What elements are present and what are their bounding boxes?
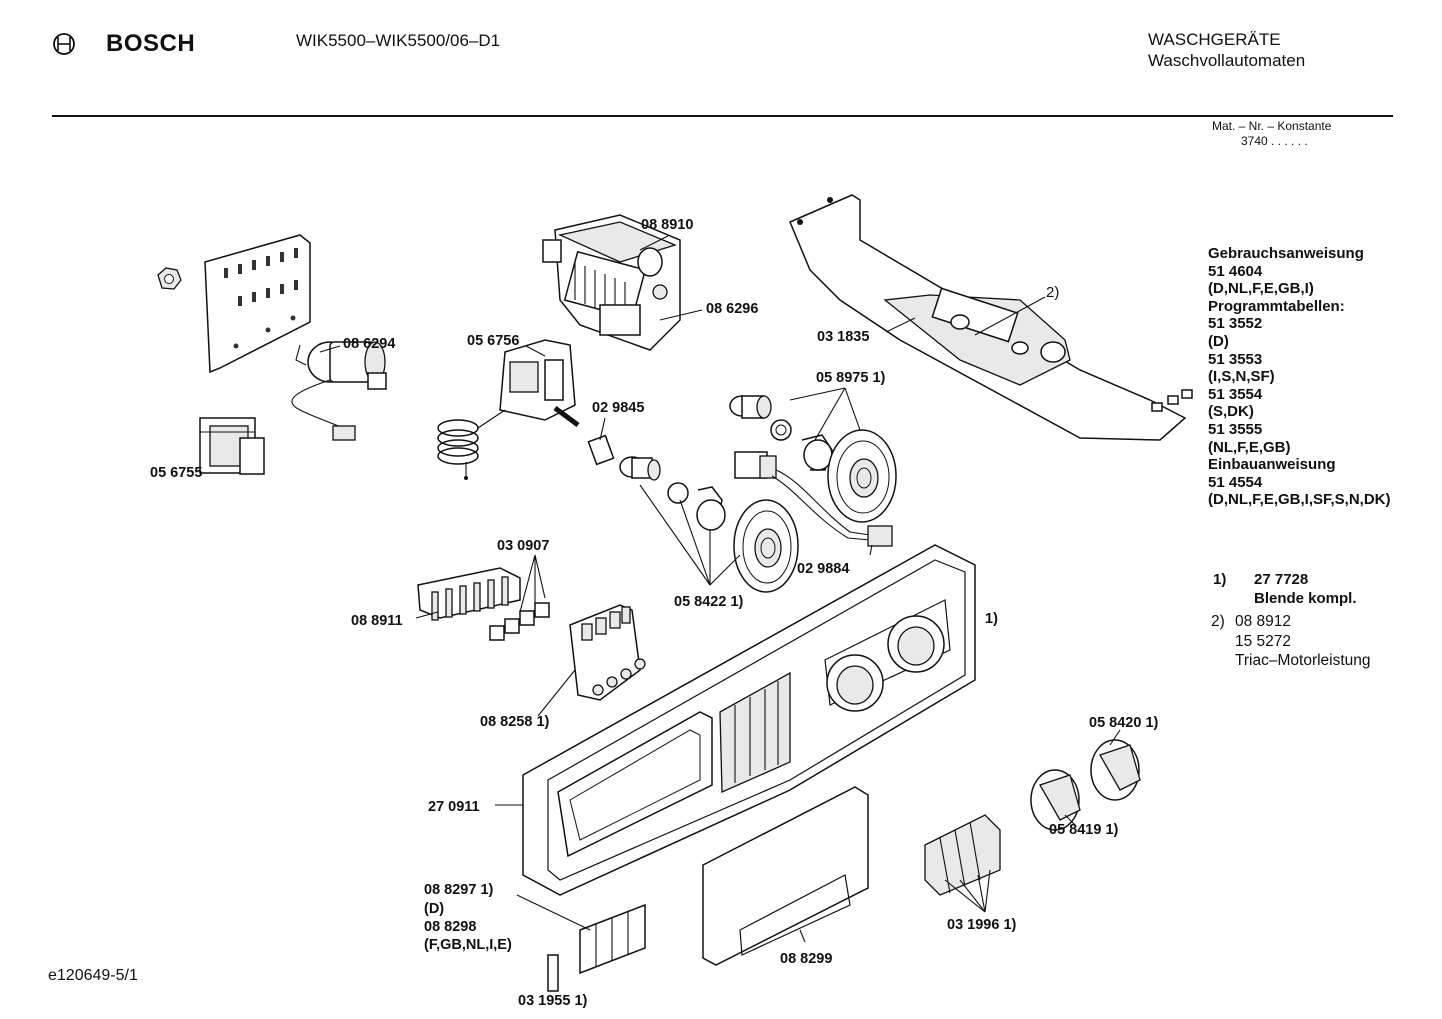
transformer — [199, 417, 265, 475]
part-label: 1) — [985, 611, 998, 627]
note-key: 1) — [1213, 571, 1227, 588]
relay-block — [417, 567, 550, 641]
part-label: 05 6756 — [467, 333, 520, 349]
part-label: 08 8910 — [641, 217, 694, 233]
wire-harness — [734, 451, 893, 547]
part-label: 05 8420 1) — [1089, 715, 1159, 731]
list-item: (NL,F,E,GB) — [1208, 438, 1291, 456]
note-number: 27 7728 — [1254, 571, 1309, 588]
part-label: 08 8911 — [351, 613, 403, 629]
door-lock — [437, 339, 580, 480]
category-title: WASCHGERÄTE — [1148, 30, 1281, 49]
list-item: Gebrauchsanweisung — [1208, 245, 1364, 262]
list-item: 51 4554 — [1208, 473, 1263, 491]
part-label: 2) — [1046, 284, 1060, 301]
note-text: Blende kompl. — [1254, 590, 1357, 607]
note-key: 2) — [1211, 613, 1225, 630]
note-number: 15 5272 — [1235, 633, 1292, 650]
knob-disc-lower — [733, 499, 799, 593]
list-item: (S,DK) — [1208, 403, 1254, 421]
interference-capacitor — [291, 341, 387, 441]
part-label: 02 9884 — [797, 561, 850, 577]
note-text: Triac–Motorleistung — [1235, 652, 1371, 669]
control-board-bracket — [789, 194, 1193, 441]
upper-selector-parts — [729, 395, 897, 523]
constant-value: 3740 . . . . . . — [1241, 134, 1308, 148]
part-label: 27 0911 — [428, 799, 480, 815]
list-item: 51 3553 — [1208, 350, 1263, 368]
documentation-list: Gebrauchsanweisung 51 4604 (D,NL,F,E,GB,… — [1208, 245, 1391, 509]
part-label: 03 1835 — [817, 329, 870, 345]
subcategory-title: Waschvollautomaten — [1148, 51, 1306, 70]
part-label: 03 1955 1) — [518, 993, 588, 1009]
part-label: (F,GB,NL,I,E) — [424, 937, 512, 953]
model-title: WIK5500–WIK5500/06–D1 — [296, 31, 501, 50]
control-knobs — [1030, 739, 1141, 831]
push-buttons — [924, 814, 1001, 896]
drawing-id: e120649-5/1 — [48, 967, 138, 984]
part-label: 08 8298 — [424, 919, 477, 935]
part-label: 08 8297 1) — [424, 882, 494, 898]
part-label: 03 1996 1) — [947, 917, 1017, 933]
part-label: 08 8258 1) — [480, 714, 550, 730]
program-timer — [542, 214, 681, 351]
list-item: Programmtabellen: — [1208, 297, 1345, 315]
list-item: 51 3555 — [1208, 420, 1263, 438]
list-item: (D) — [1208, 332, 1229, 350]
list-item: Einbauanweisung — [1208, 456, 1336, 474]
part-label: 05 8422 1) — [674, 594, 744, 610]
switch-module — [569, 604, 646, 701]
detergent-drawer-front — [702, 786, 869, 966]
hex-nut — [157, 267, 182, 290]
part-label: 05 8419 1) — [1049, 822, 1119, 838]
part-label: 05 8975 1) — [816, 370, 886, 386]
brand-name: BOSCH — [106, 30, 196, 57]
part-label: 08 8299 — [780, 951, 833, 967]
leader-lines — [319, 235, 1121, 943]
part-label: 08 6296 — [706, 301, 759, 317]
selector-shaft-parts — [587, 434, 726, 531]
part-label: 03 0907 — [497, 538, 550, 554]
mounting-plate — [204, 234, 311, 374]
note-number: 08 8912 — [1235, 613, 1292, 630]
part-label: 02 9845 — [592, 400, 645, 416]
indicator-clip — [547, 954, 559, 992]
list-item: 51 4604 — [1208, 262, 1263, 280]
part-label: 05 6755 — [150, 465, 203, 481]
bosch-logo-icon — [53, 33, 75, 55]
list-item: (I,S,N,SF) — [1208, 368, 1275, 386]
list-item: (D,NL,F,E,GB,I,SF,S,N,DK) — [1208, 491, 1391, 509]
list-item: (D,NL,F,E,GB,I) — [1208, 280, 1314, 298]
panel-inlay — [579, 903, 646, 975]
part-label: (D) — [424, 901, 445, 917]
front-panel — [522, 544, 976, 896]
list-item: 51 3554 — [1208, 385, 1263, 403]
constant-label: Mat. – Nr. – Konstante — [1212, 119, 1332, 133]
part-label: 08 6294 — [343, 336, 396, 352]
list-item: 51 3552 — [1208, 315, 1263, 333]
